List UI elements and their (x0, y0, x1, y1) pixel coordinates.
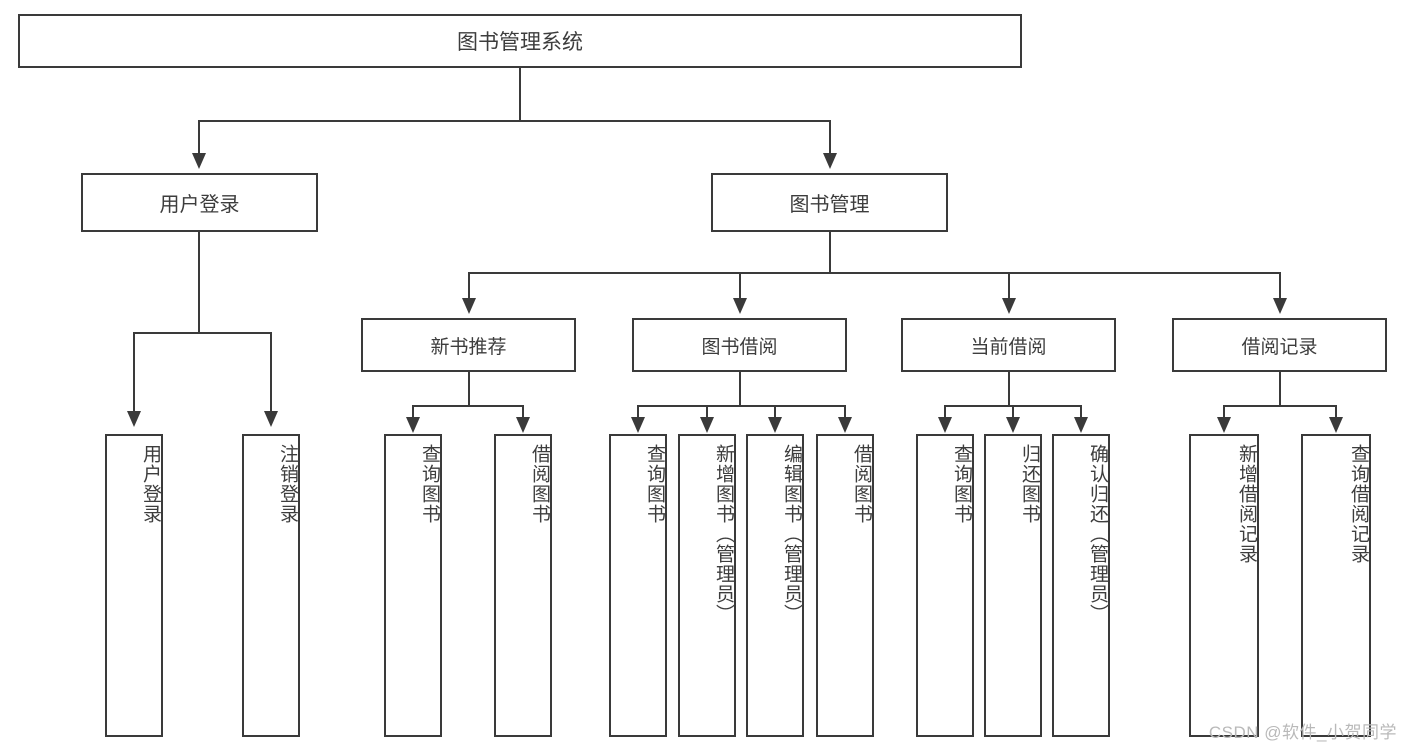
edge-borrow-bus (637, 405, 846, 407)
arrow-current-2 (1074, 417, 1088, 433)
node-label: 图书借阅 (701, 336, 778, 358)
node-new-book-recommend[interactable]: 新书推荐 (361, 318, 576, 372)
edge-current-drop-0 (944, 405, 946, 417)
arrow-record-0 (1217, 417, 1231, 433)
edge-record-drop-0 (1223, 405, 1225, 417)
node-book-borrow[interactable]: 图书借阅 (632, 318, 847, 372)
node-label: 新增图书（管理员） (713, 444, 734, 624)
arrow-level3-2 (1002, 298, 1016, 314)
leaf-recommend-borrow-book[interactable]: 借阅图书 (494, 434, 552, 737)
node-label: 借阅图书 (529, 444, 550, 524)
leaf-current-query-book[interactable]: 查询图书 (916, 434, 974, 737)
edge-level3-drop-3 (1279, 272, 1281, 298)
arrow-level3-0 (462, 298, 476, 314)
node-root-system[interactable]: 图书管理系统 (18, 14, 1022, 68)
node-label: 查询借阅记录 (1348, 444, 1369, 564)
node-label: 借阅图书 (851, 444, 872, 524)
arrow-record-1 (1329, 417, 1343, 433)
node-book-management[interactable]: 图书管理 (711, 173, 948, 232)
node-borrow-record[interactable]: 借阅记录 (1172, 318, 1387, 372)
node-label: 新增借阅记录 (1236, 444, 1257, 564)
edge-current-stem (1008, 372, 1010, 406)
arrow-borrow-2 (768, 417, 782, 433)
arrow-current-0 (938, 417, 952, 433)
leaf-borrow-query-book[interactable]: 查询图书 (609, 434, 667, 737)
leaf-recommend-query-book[interactable]: 查询图书 (384, 434, 442, 737)
edge-userlogin-stem (198, 232, 200, 333)
arrow-recommend-1 (516, 417, 530, 433)
edge-level3-bus (468, 272, 1280, 274)
edge-current-drop-1 (1012, 405, 1014, 417)
node-label: 用户登录 (140, 444, 161, 524)
edge-current-drop-2 (1080, 405, 1082, 417)
node-label: 注销登录 (277, 444, 298, 524)
csdn-watermark: CSDN @软件_小贺同学 (1208, 723, 1397, 742)
edge-borrow-drop-1 (706, 405, 708, 417)
arrow-level3-1 (733, 298, 747, 314)
edge-level2-drop-1 (829, 120, 831, 153)
node-label: 借阅记录 (1241, 336, 1318, 358)
edge-record-bus (1223, 405, 1337, 407)
edge-recommend-drop-1 (522, 405, 524, 417)
edge-userlogin-bus (133, 332, 271, 334)
edge-level3-drop-0 (468, 272, 470, 298)
edge-recommend-bus (412, 405, 524, 407)
node-label: 图书管理 (789, 194, 870, 216)
edge-level3-drop-1 (739, 272, 741, 298)
node-label: 当前借阅 (970, 336, 1047, 358)
edge-borrow-drop-0 (637, 405, 639, 417)
arrow-borrow-0 (631, 417, 645, 433)
node-label: 编辑图书（管理员） (781, 444, 802, 624)
edge-recommend-drop-0 (412, 405, 414, 417)
arrow-level2-0 (192, 153, 206, 169)
edge-bookmgmt-stem (829, 232, 831, 273)
node-label: 查询图书 (951, 444, 972, 524)
node-user-login[interactable]: 用户登录 (81, 173, 318, 232)
leaf-borrow-edit-book[interactable]: 编辑图书（管理员） (746, 434, 804, 737)
node-label: 图书管理系统 (457, 31, 583, 54)
edge-borrow-stem (739, 372, 741, 406)
edge-record-drop-1 (1335, 405, 1337, 417)
arrow-borrow-3 (838, 417, 852, 433)
arrow-borrow-1 (700, 417, 714, 433)
leaf-borrow-borrow-book[interactable]: 借阅图书 (816, 434, 874, 737)
node-label: 确认归还（管理员） (1087, 444, 1108, 624)
node-label: 查询图书 (644, 444, 665, 524)
node-label: 用户登录 (159, 194, 240, 216)
edge-borrow-drop-3 (844, 405, 846, 417)
leaf-current-confirm-return[interactable]: 确认归还（管理员） (1052, 434, 1110, 737)
edge-record-stem (1279, 372, 1281, 406)
edge-level2-bus (198, 120, 831, 122)
leaf-current-return-book[interactable]: 归还图书 (984, 434, 1042, 737)
node-label: 归还图书 (1019, 444, 1040, 524)
arrow-recommend-0 (406, 417, 420, 433)
edge-borrow-drop-2 (774, 405, 776, 417)
leaf-borrow-add-book[interactable]: 新增图书（管理员） (678, 434, 736, 737)
leaf-user-login[interactable]: 用户登录 (105, 434, 163, 737)
edge-userlogin-drop-1 (270, 332, 272, 411)
arrow-current-1 (1006, 417, 1020, 433)
edge-root-stem (519, 68, 521, 121)
node-current-borrow[interactable]: 当前借阅 (901, 318, 1116, 372)
edge-userlogin-drop-0 (133, 332, 135, 411)
leaf-user-logout[interactable]: 注销登录 (242, 434, 300, 737)
arrow-userlogin-0 (127, 411, 141, 427)
edge-level2-drop-0 (198, 120, 200, 153)
leaf-record-add[interactable]: 新增借阅记录 (1189, 434, 1259, 737)
edge-level3-drop-2 (1008, 272, 1010, 298)
node-label: 查询图书 (419, 444, 440, 524)
edge-recommend-stem (468, 372, 470, 406)
leaf-record-query[interactable]: 查询借阅记录 (1301, 434, 1371, 737)
node-label: 新书推荐 (430, 336, 507, 358)
arrow-level3-3 (1273, 298, 1287, 314)
arrow-level2-1 (823, 153, 837, 169)
arrow-userlogin-1 (264, 411, 278, 427)
